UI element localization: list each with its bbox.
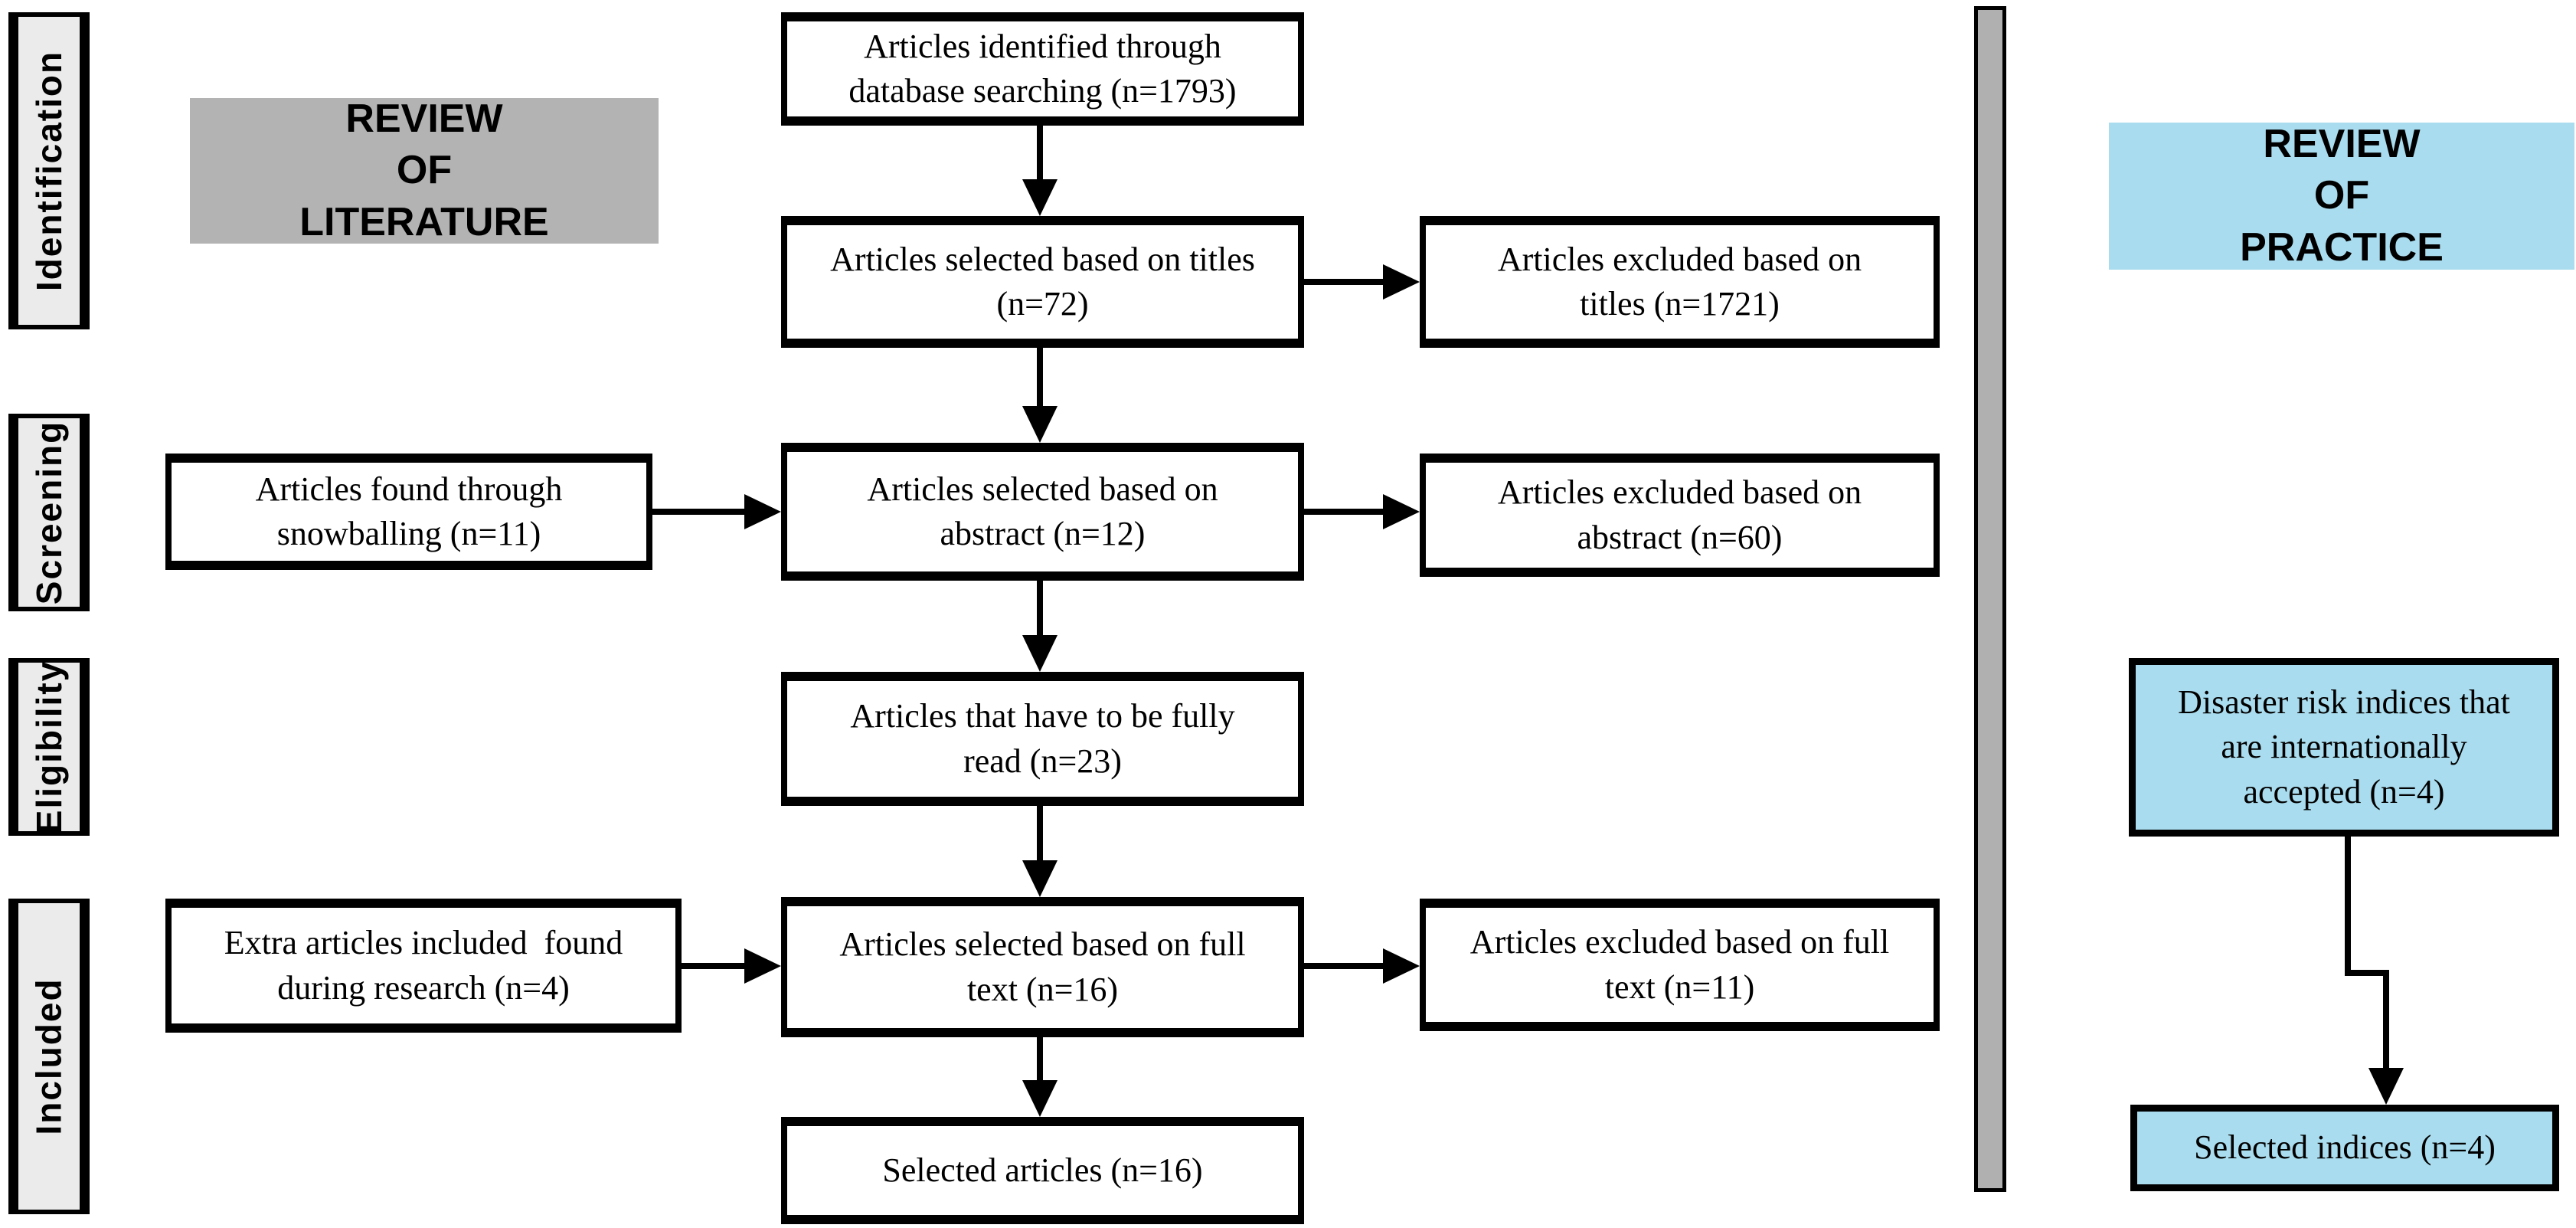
box-extra-articles: Extra articles included found during res… bbox=[165, 899, 682, 1033]
box-fully-read: Articles that have to be fully read (n=2… bbox=[781, 672, 1304, 806]
stage-screening: Screening bbox=[8, 414, 90, 611]
box-disaster-indices: Disaster risk indices that are internati… bbox=[2129, 658, 2559, 837]
stage-eligibility-label: Eligibility bbox=[29, 660, 69, 834]
stage-included: Included bbox=[8, 899, 90, 1214]
box-excluded-titles: Articles excluded based on titles (n=172… bbox=[1420, 216, 1940, 348]
box-selected-articles: Selected articles (n=16) bbox=[781, 1117, 1304, 1224]
section-divider-bar bbox=[1974, 6, 2006, 1192]
stage-identification-label: Identification bbox=[29, 50, 70, 292]
literature-review-header: REVIEW OF LITERATURE bbox=[190, 97, 659, 244]
practice-review-header: REVIEW OF PRACTICE bbox=[2109, 122, 2574, 270]
box-selected-titles: Articles selected based on titles (n=72) bbox=[781, 216, 1304, 348]
box-identified: Articles identified through database sea… bbox=[781, 12, 1304, 126]
box-selected-fulltext: Articles selected based on full text (n=… bbox=[781, 897, 1304, 1037]
box-selected-indices: Selected indices (n=4) bbox=[2130, 1105, 2559, 1191]
stage-identification: Identification bbox=[8, 12, 90, 329]
box-excluded-fulltext: Articles excluded based on full text (n=… bbox=[1420, 899, 1940, 1031]
box-excluded-abstract: Articles excluded based on abstract (n=6… bbox=[1420, 454, 1940, 577]
stage-screening-label: Screening bbox=[29, 420, 70, 605]
stage-included-label: Included bbox=[29, 977, 69, 1135]
box-snowballing: Articles found through snowballing (n=11… bbox=[165, 454, 652, 570]
box-selected-abstract: Articles selected based on abstract (n=1… bbox=[781, 443, 1304, 581]
stage-eligibility: Eligibility bbox=[8, 658, 90, 836]
